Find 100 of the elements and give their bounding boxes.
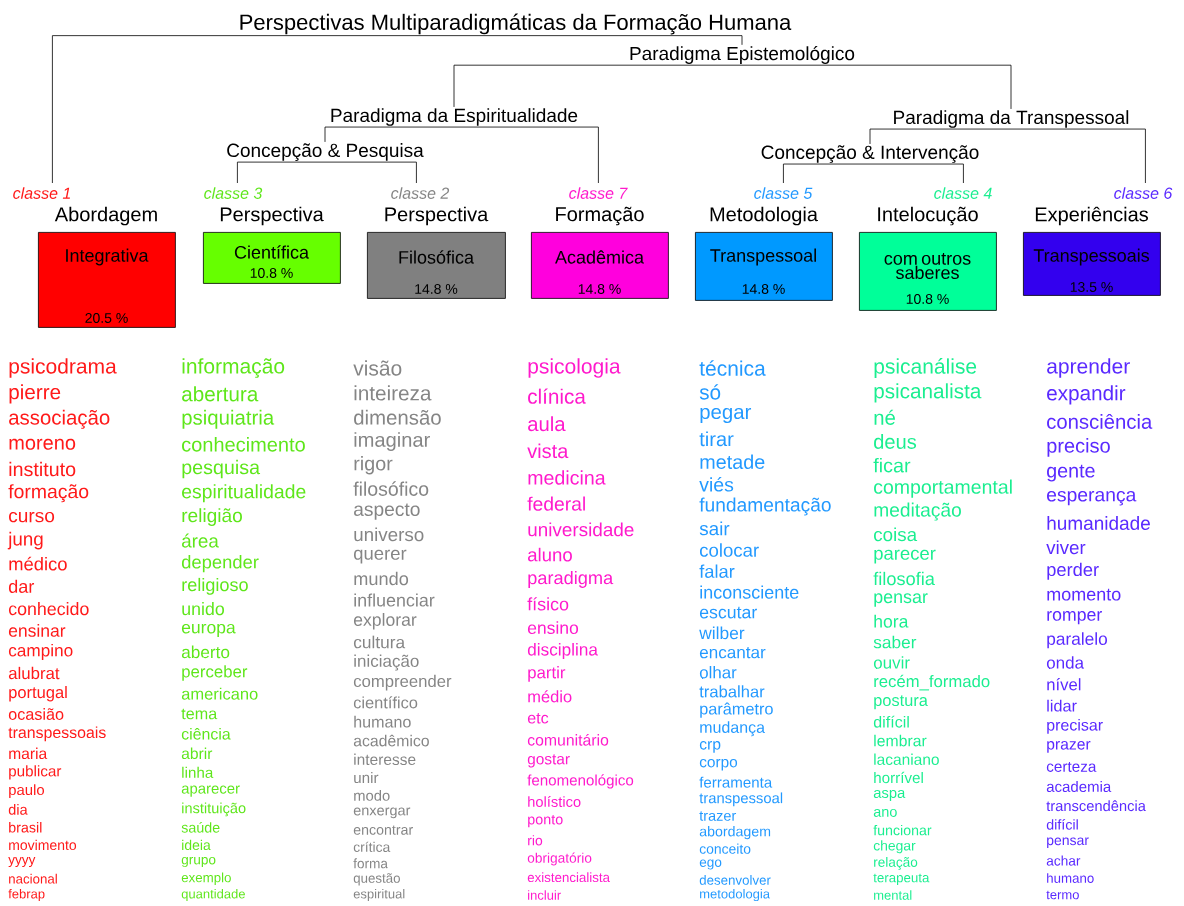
- class-title: Abordagem: [54, 206, 157, 226]
- word: postura: [874, 695, 928, 710]
- word: filosófico: [353, 481, 429, 496]
- word: ano: [873, 808, 897, 817]
- word: crítica: [353, 841, 391, 852]
- word: desenvolver: [699, 875, 771, 885]
- word: exemplo: [181, 872, 231, 885]
- word: difícil: [1046, 819, 1078, 830]
- dendrogram-line: [783, 163, 871, 184]
- word: informação: [182, 358, 285, 378]
- word: inteireza: [354, 385, 432, 401]
- word: universidade: [528, 522, 634, 537]
- word: científico: [353, 696, 418, 709]
- dendrogram-line: [1010, 128, 1146, 184]
- word: portugal: [9, 686, 67, 702]
- word: etc: [527, 713, 549, 724]
- class-box: Científica 10.8 %: [203, 232, 341, 284]
- dendrogram-line: [324, 161, 417, 184]
- word: explorar: [353, 613, 417, 630]
- dendrogram-line: [237, 161, 326, 184]
- word: jung: [7, 531, 43, 550]
- word: humanidade: [1047, 516, 1150, 530]
- word: lembrar: [874, 734, 927, 747]
- word: mental: [874, 890, 912, 900]
- word: religião: [182, 508, 242, 526]
- word: dia: [8, 804, 28, 815]
- class-title: Metodologia: [710, 206, 818, 226]
- word: expandir: [1047, 385, 1126, 405]
- word: encontrar: [353, 825, 413, 835]
- word: ocasião: [8, 708, 64, 720]
- word: só: [699, 384, 721, 400]
- word: gente: [1047, 464, 1095, 482]
- word: campino: [8, 643, 73, 660]
- word: precisar: [1047, 718, 1103, 734]
- word: aberto: [181, 645, 230, 659]
- word: americano: [181, 687, 258, 700]
- class-label: classe 1: [13, 187, 70, 199]
- word: pierre: [9, 384, 61, 404]
- word: médio: [528, 690, 572, 703]
- class-box: com outros saberes 10.8 %: [859, 232, 997, 311]
- word: holístico: [528, 796, 581, 807]
- class-box: Transpessoal 14.8 %: [695, 232, 833, 301]
- word: espiritual: [353, 888, 405, 902]
- word: aluno: [528, 547, 572, 562]
- dendrogram-line: [869, 128, 1012, 145]
- word: encantar: [699, 647, 766, 659]
- word: conhecimento: [182, 436, 305, 452]
- word: inconsciente: [700, 585, 799, 599]
- word: unir: [354, 771, 379, 784]
- class-title: Experiências: [1035, 206, 1148, 226]
- word: aparecer: [181, 785, 240, 797]
- word: sair: [699, 521, 730, 536]
- dendrogram-line: [869, 163, 964, 184]
- word: colocar: [700, 543, 759, 557]
- word: nacional: [9, 873, 57, 884]
- word: rigor: [354, 456, 393, 475]
- word: fundamentação: [699, 497, 831, 516]
- class-title: Intelocução: [878, 206, 978, 226]
- word: parâmetro: [700, 702, 773, 718]
- class-box: Integrativa 20.5 %: [38, 232, 176, 328]
- word: psicanalista: [874, 383, 982, 403]
- word: enxergar: [353, 807, 411, 819]
- word: lacaniano: [874, 753, 939, 765]
- word: esperança: [1047, 490, 1137, 506]
- class-label: classe 7: [569, 187, 628, 199]
- word: área: [182, 533, 219, 548]
- word: achar: [1046, 855, 1081, 866]
- word: funcionar: [873, 824, 932, 836]
- word: romper: [1047, 611, 1102, 625]
- word: visão: [353, 360, 402, 376]
- word: alubrat: [8, 666, 60, 680]
- word: certeza: [1046, 761, 1097, 772]
- word: ideia: [182, 839, 211, 851]
- word: horrível: [874, 771, 923, 784]
- word: brasil: [9, 822, 42, 833]
- word: espiritualidade: [182, 484, 306, 503]
- word: psicodrama: [9, 358, 117, 378]
- word: crp: [699, 741, 721, 753]
- branch-label: Perspectivas Multiparadigmáticas da Formação Humana: [240, 13, 792, 35]
- word: comunitário: [527, 733, 609, 746]
- class-title: Perspectiva: [220, 206, 324, 226]
- word: comportamental: [874, 479, 1012, 498]
- word: pensar: [1047, 837, 1089, 848]
- word: incluir: [528, 890, 561, 900]
- branch-label: Paradigma da Transpessoal: [894, 110, 1129, 128]
- word: maria: [9, 747, 48, 760]
- word: saber: [873, 635, 917, 649]
- word: ficar: [873, 457, 911, 473]
- word: moreno: [9, 438, 76, 450]
- word: físico: [527, 597, 569, 611]
- dendrogram-line: [741, 64, 1012, 110]
- word: momento: [1047, 588, 1121, 601]
- word: academia: [1046, 781, 1112, 792]
- class-box: Transpessoais 13.5 %: [1023, 232, 1161, 296]
- word: né: [874, 409, 895, 425]
- word: conceito: [699, 843, 751, 854]
- word: transpessoal: [699, 792, 783, 807]
- class-title: Perspectiva: [385, 206, 489, 226]
- word: depender: [181, 555, 259, 573]
- word: abrir: [181, 747, 213, 760]
